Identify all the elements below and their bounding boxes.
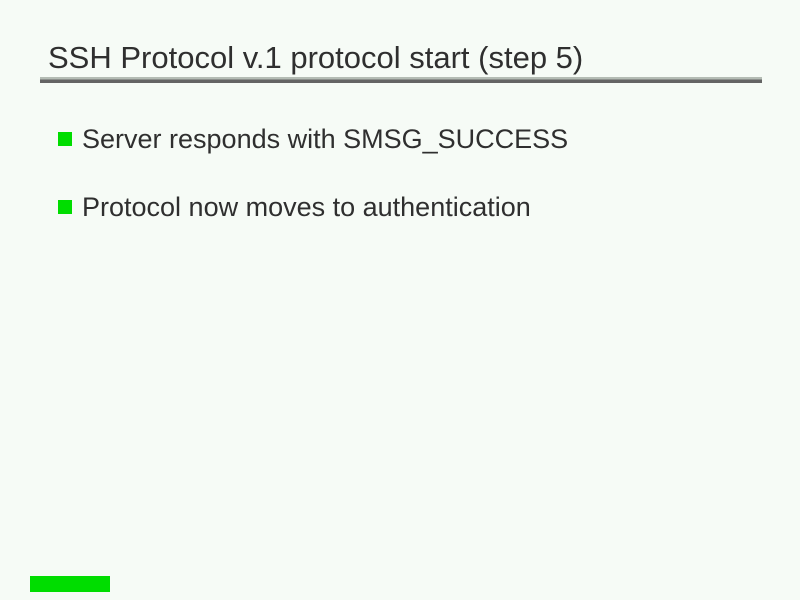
bullet-text: Protocol now moves to authentication (82, 192, 531, 222)
bullet-text: Server responds with SMSG_SUCCESS (82, 124, 569, 154)
green-square-bullet-icon (58, 200, 72, 214)
page-title: SSH Protocol v.1 protocol start (step 5) (48, 40, 584, 75)
slide-progress-bar (30, 576, 110, 592)
green-square-bullet-icon (58, 132, 72, 146)
title-underline-rule (40, 77, 762, 83)
list-item: Protocol now moves to authentication (58, 192, 531, 223)
list-item: Server responds with SMSG_SUCCESS (58, 124, 568, 155)
